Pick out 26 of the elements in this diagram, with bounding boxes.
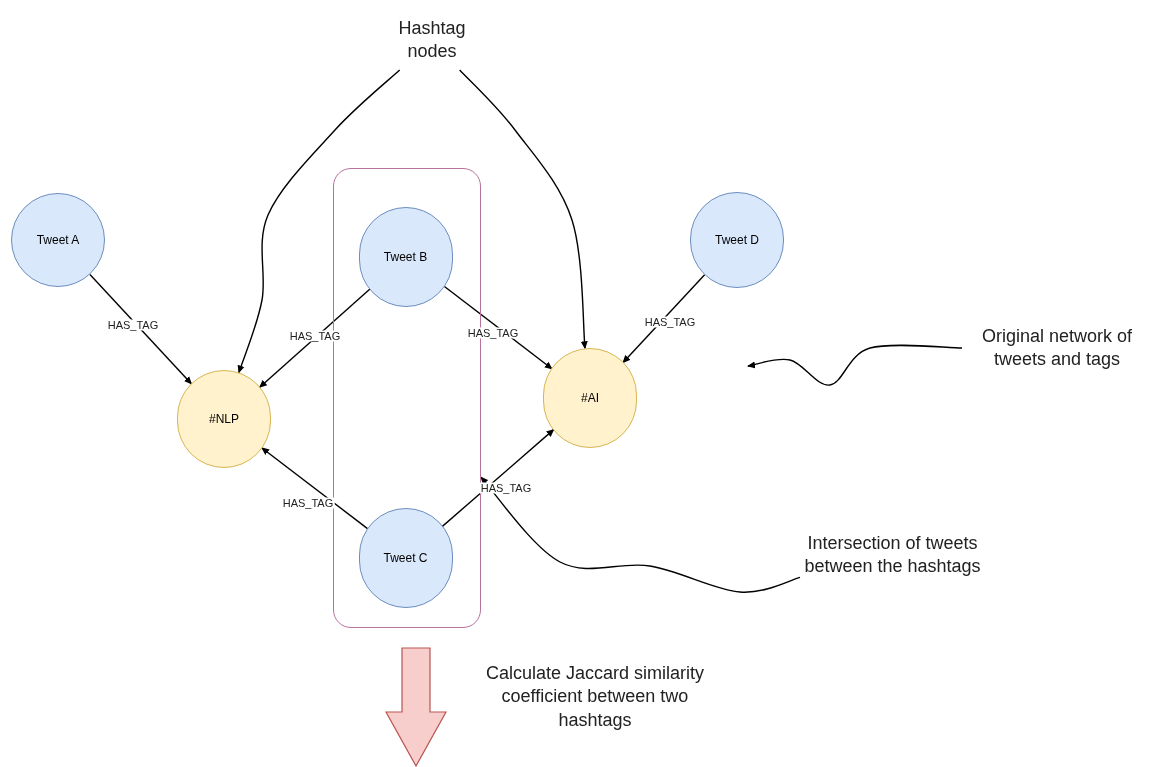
edge-label: HAS_TAG <box>288 330 342 342</box>
arrow <box>89 273 193 385</box>
edge-label: HAS_TAG <box>466 327 520 339</box>
node-label: Tweet A <box>36 232 80 249</box>
node-label: Tweet D <box>715 232 759 249</box>
down-arrow <box>385 647 447 767</box>
curved-arrow <box>480 476 801 593</box>
curved-arrow <box>458 69 588 350</box>
arrow <box>261 447 369 530</box>
node-label: #AI <box>581 390 599 407</box>
edge-label: HAS_TAG <box>106 319 160 331</box>
annotation-text: Intersection of tweets between the hashtags <box>803 531 982 578</box>
arrow <box>622 274 706 364</box>
curved-arrow <box>747 344 963 386</box>
node-label: Tweet B <box>383 248 428 266</box>
node-label: #NLP <box>209 411 239 428</box>
annotation-text: Original network of tweets and tags <box>980 324 1134 371</box>
annotation-text: Hashtag nodes <box>397 16 467 63</box>
node-label: Tweet C <box>383 549 428 567</box>
edge-label: HAS_TAG <box>479 482 533 494</box>
edge-label: HAS_TAG <box>281 497 335 509</box>
arrow <box>259 288 371 388</box>
curved-arrow <box>237 69 401 374</box>
arrow <box>441 428 555 528</box>
annotation-text: Calculate Jaccard similarity coefficient between two hashtags <box>484 661 706 732</box>
edge-label: HAS_TAG <box>643 316 697 328</box>
